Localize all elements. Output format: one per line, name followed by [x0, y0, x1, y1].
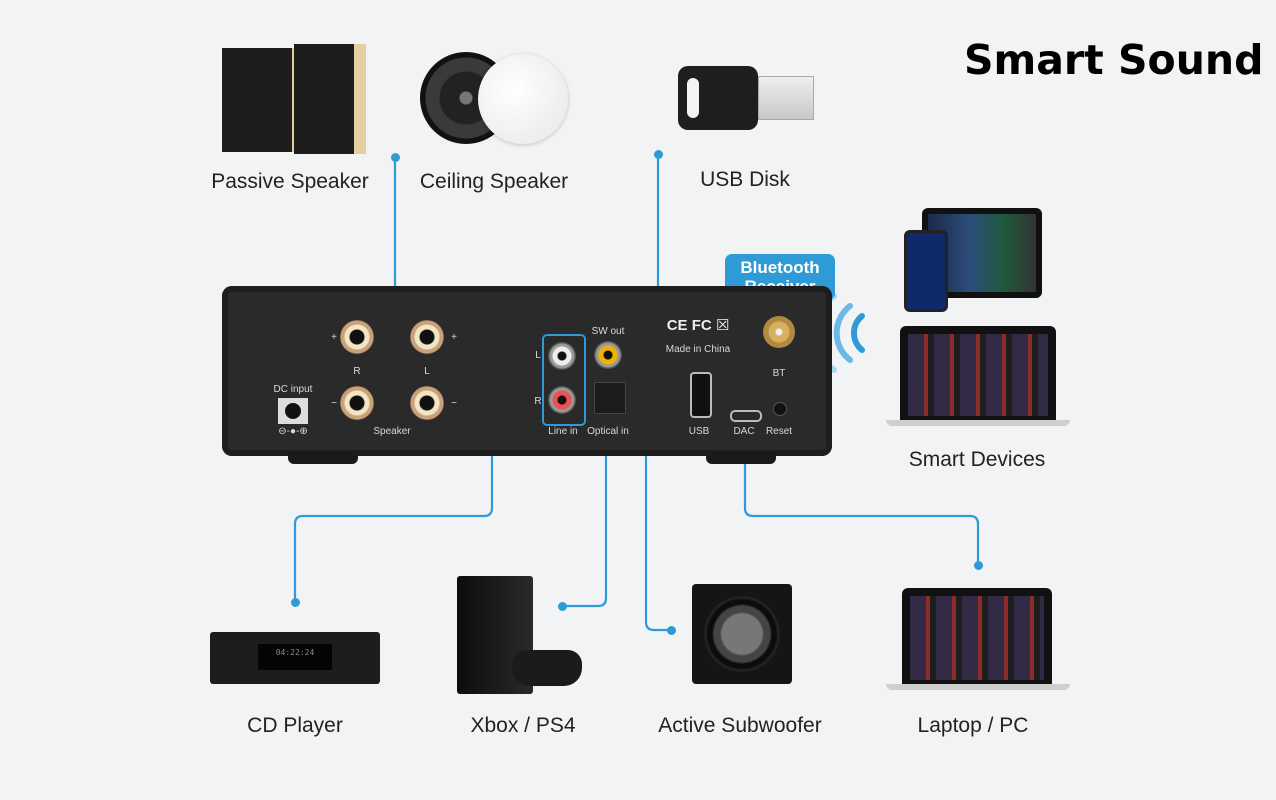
certification-marks: CE FC ☒ [666, 317, 730, 334]
plus-label: + [331, 332, 337, 343]
made-in-label: Made in China [665, 344, 731, 355]
amp-foot [288, 452, 358, 464]
dac-usb-c-port[interactable] [730, 410, 762, 422]
label-smart-devices: Smart Devices [908, 448, 1046, 471]
sw-out-label: SW out [591, 326, 625, 337]
speaker-l-minus-terminal[interactable] [410, 386, 444, 420]
connector-dot [653, 149, 663, 159]
laptop-base-icon [886, 684, 1070, 690]
usb-port[interactable] [690, 372, 712, 418]
label-passive-speaker: Passive Speaker [211, 170, 369, 193]
wire-optical [562, 400, 608, 608]
label-cd-player: CD Player [247, 714, 343, 737]
line-in-l-jack[interactable] [548, 342, 576, 370]
sw-out-jack[interactable] [594, 341, 622, 369]
amp-foot [706, 452, 776, 464]
passive-speaker-icon [294, 44, 354, 154]
plus-label: + [451, 332, 457, 343]
connector-dot [973, 560, 983, 570]
page-title: Smart Sound [964, 36, 1264, 84]
usb-plug-icon [758, 76, 814, 120]
ceiling-speaker-grille-icon [478, 54, 568, 144]
label-console: Xbox / PS4 [470, 714, 576, 737]
passive-speaker-icon [222, 48, 292, 152]
label-laptop: Laptop / PC [917, 714, 1029, 737]
speaker-l-plus-terminal[interactable] [410, 320, 444, 354]
cd-player-icon: 04:22:24 [210, 632, 380, 684]
l-label: L [424, 366, 430, 377]
line-in-label: Line in [548, 426, 578, 437]
bt-label: BT [772, 368, 786, 379]
bt-antenna-connector[interactable] [763, 316, 795, 348]
label-ceiling-speaker: Ceiling Speaker [419, 170, 569, 193]
optical-in-label: Optical in [587, 426, 629, 437]
label-subwoofer: Active Subwoofer [658, 714, 822, 737]
connector-dot [557, 601, 567, 611]
minus-label: − [451, 398, 457, 409]
optical-in-port[interactable] [594, 382, 626, 414]
l-label: L [535, 350, 541, 361]
usb-disk-icon [678, 66, 758, 130]
amplifier-rear-panel: DC input ⊖-●-⊕ + + − − R L Speaker L R L… [222, 286, 832, 456]
subwoofer-icon [692, 584, 792, 684]
phone-icon [904, 230, 948, 312]
laptop-icon [902, 588, 1052, 684]
reset-button[interactable] [773, 402, 787, 416]
r-label: R [534, 396, 542, 407]
cd-display: 04:22:24 [258, 644, 332, 670]
badge-line-1: Bluetooth [740, 258, 820, 277]
speaker-r-minus-terminal[interactable] [340, 386, 374, 420]
minus-label: − [331, 398, 337, 409]
dc-input-port[interactable] [278, 398, 308, 424]
speaker-r-plus-terminal[interactable] [340, 320, 374, 354]
connector-dot [290, 597, 300, 607]
usb-label: USB [688, 426, 710, 437]
line-in-highlight [542, 334, 586, 426]
dc-input-label: DC input [273, 384, 313, 395]
wire-dac [743, 420, 980, 565]
line-in-r-jack[interactable] [548, 386, 576, 414]
speaker-label: Speaker [373, 426, 411, 437]
connector-dot [390, 152, 400, 162]
laptop-base-icon [886, 420, 1070, 426]
label-usb-disk: USB Disk [700, 168, 790, 191]
connector-dot [666, 625, 676, 635]
dac-label: DAC [733, 426, 755, 437]
gamepad-icon [512, 650, 582, 686]
reset-label: Reset [765, 426, 793, 437]
r-label: R [353, 366, 361, 377]
polarity-symbol: ⊖-●-⊕ [278, 426, 308, 437]
laptop-smart-icon [900, 326, 1056, 420]
